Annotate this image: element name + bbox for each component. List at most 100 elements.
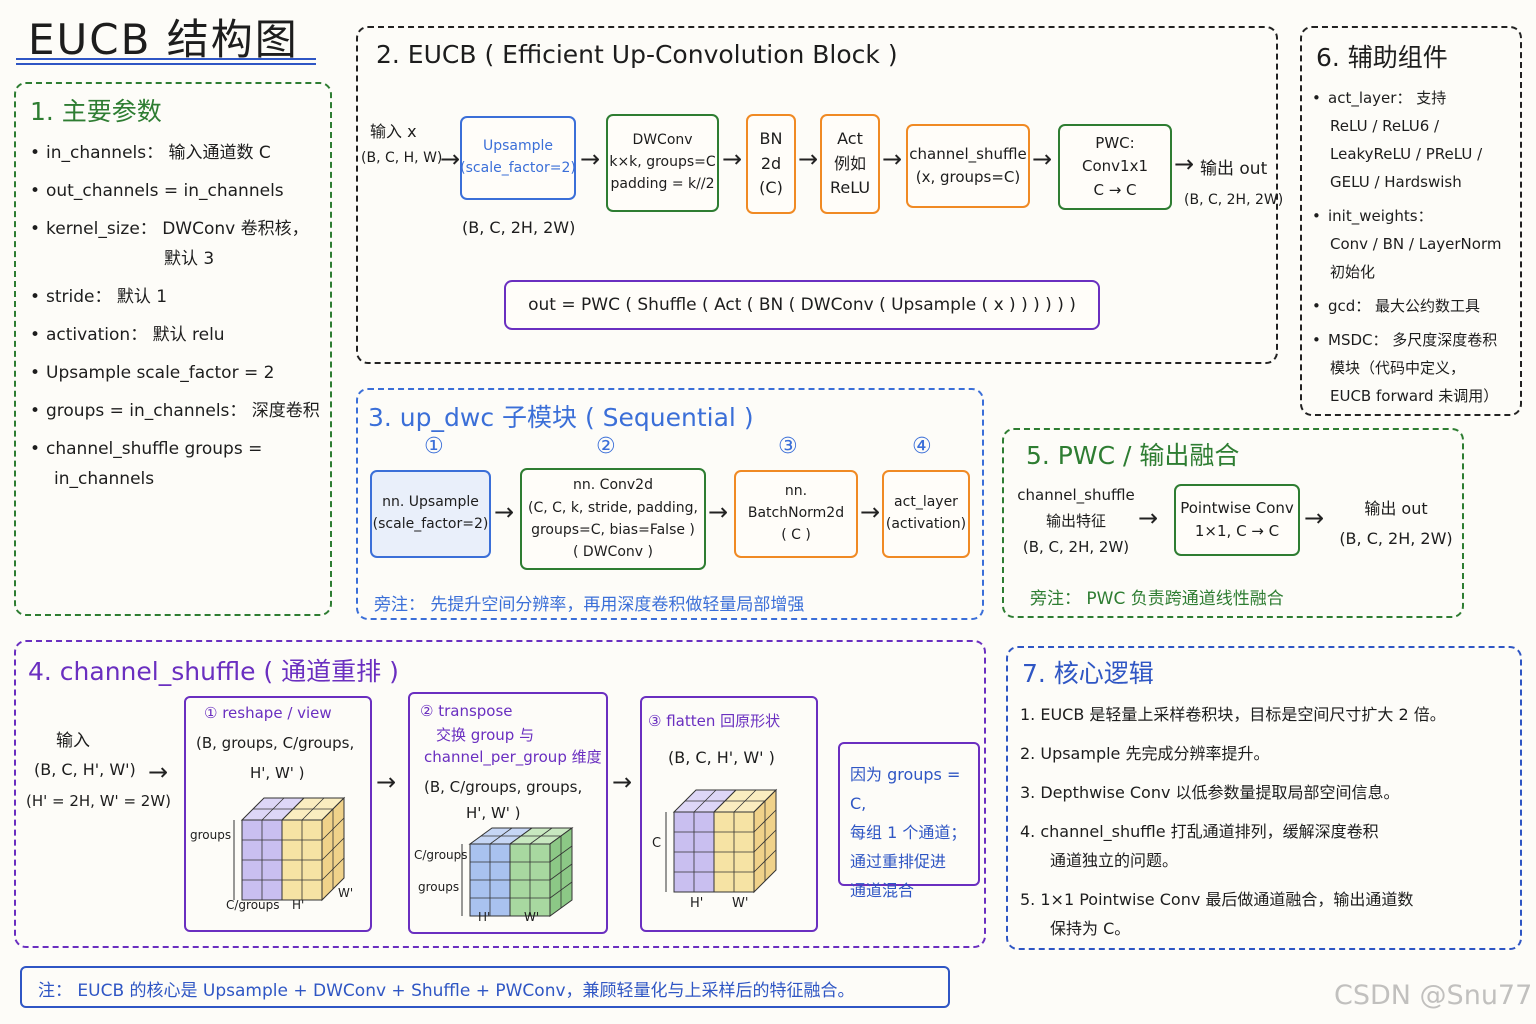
param-item: groups = in_channels： 深度卷积 <box>30 396 330 426</box>
pointwise-line-1: Pointwise Conv <box>1180 498 1294 517</box>
core-logic-item: 2. Upsample 先完成分辨率提升。 <box>1020 739 1516 768</box>
upsample-line-2: (scale_factor=2) <box>460 160 576 176</box>
aux-item-line: EUCB forward 未调用） <box>1330 387 1499 405</box>
cube2-axis-cgroups: C/groups <box>414 848 468 862</box>
aux-list: act_layer： 支持 ReLU / ReLU6 / LeakyReLU / P… <box>1312 84 1518 416</box>
section-eucb <box>356 26 1278 364</box>
step-num-3: ③ <box>778 434 798 459</box>
core-logic-item: 3. Depthwise Conv 以低参数量提取局部空间信息。 <box>1020 778 1516 807</box>
act-line-2: 例如 <box>833 153 866 173</box>
transpose-shape-1: (B, C/groups, groups, <box>424 778 583 796</box>
param-item-line: out_channels = in_channels <box>46 181 284 201</box>
transpose-label-2: 交换 group 与 <box>436 726 535 744</box>
arrow-icon: → <box>722 145 743 173</box>
nn-batchnorm-box: nn. BatchNorm2d ( C ) <box>734 470 858 558</box>
core-logic-line: 5. 1×1 Pointwise Conv 最后做通道融合，输出通道数 <box>1020 890 1414 909</box>
aux-item-line: 初始化 <box>1330 263 1376 281</box>
core-logic-item: 1. EUCB 是轻量上采样卷积块，目标是空间尺寸扩大 2 倍。 <box>1020 700 1516 729</box>
param-item-line: 默认 3 <box>164 249 215 269</box>
arrow-icon: → <box>148 758 169 786</box>
section-pwc <box>1002 428 1464 618</box>
arrow-icon: → <box>494 498 515 526</box>
params-list: in_channels： 输入通道数 C out_channels = in_ch… <box>30 138 330 502</box>
aux-item-line: ReLU / ReLU6 / <box>1330 117 1440 135</box>
shuffle-input-shape: (B, C, H', W') <box>34 760 136 779</box>
section-up-dwc <box>356 388 984 620</box>
act-line-1: Act <box>837 128 863 148</box>
eucb-input-label: 输入 x <box>370 122 417 141</box>
aux-item-line: LeakyReLU / PReLU / <box>1330 145 1483 163</box>
up-dwc-note: 旁注： 先提升空间分辨率，再用深度卷积做轻量局部增强 <box>374 595 805 615</box>
aux-item-line: MSDC： 多尺度深度卷积 <box>1328 331 1498 349</box>
bn-line-1: BN <box>759 128 783 148</box>
core-logic-line: 保持为 C。 <box>1050 919 1131 938</box>
shuffle-line-2: (x, groups=C) <box>915 168 1021 186</box>
section-main-params <box>14 82 332 616</box>
nn-bn-line-1: nn. BatchNorm2d <box>747 483 845 522</box>
formula-text: out = PWC ( Shuffle ( Act ( BN ( DWConv … <box>528 294 1076 315</box>
reshape-shape-1: (B, groups, C/groups, <box>196 734 355 752</box>
pwc-input-text: channel_shuffle 输出特征 (B, C, 2H, 2W) <box>1016 482 1136 560</box>
pwc-output-line-2: (B, C, 2H, 2W) <box>1339 529 1453 548</box>
reshape-shape-2: H', W' ) <box>250 764 305 782</box>
shuffle-note-line-1: 因为 groups = C, <box>850 765 961 813</box>
aux-item-line: act_layer： 支持 <box>1328 89 1447 107</box>
shuffle-line-1: channel_shuffle <box>909 144 1027 163</box>
transpose-label-3: channel_per_group 维度 <box>424 748 602 766</box>
reshape-label: ① reshape / view <box>204 704 332 722</box>
nn-conv2d-box: nn. Conv2d (C, C, k, stride, padding, gr… <box>520 468 706 570</box>
cube1-axis-w: W' <box>338 886 354 900</box>
upsample-line-1: Upsample <box>482 138 554 155</box>
channel-shuffle-box: channel_shuffle (x, groups=C) <box>906 124 1030 208</box>
arrow-icon: → <box>376 768 397 796</box>
section-6-title: 6. 辅助组件 <box>1316 43 1448 72</box>
transpose-box <box>408 692 608 934</box>
page-title: EUCB 结构图 <box>28 15 299 64</box>
core-logic-line: 3. Depthwise Conv 以低参数量提取局部空间信息。 <box>1020 783 1400 802</box>
cube2-axis-w: W' <box>524 910 540 924</box>
bn-line-3: (C) <box>759 178 783 198</box>
pointwise-conv-box: Pointwise Conv 1×1, C → C <box>1174 484 1300 556</box>
title-underline <box>16 58 316 60</box>
flatten-cube <box>665 788 778 894</box>
watermark: CSDN @Snu77 <box>1334 980 1533 1011</box>
footer-note-box <box>20 966 950 1008</box>
formula-box: out = PWC ( Shuffle ( Act ( BN ( DWConv … <box>504 280 1100 330</box>
pwc-box: PWC: Conv1x1 C → C <box>1058 124 1172 210</box>
arrow-icon: → <box>798 145 819 173</box>
core-logic-line: 2. Upsample 先完成分辨率提升。 <box>1020 744 1270 763</box>
eucb-input-shape: (B, C, H, W) <box>361 150 443 166</box>
param-item-line: in_channels： 输入通道数 C <box>46 143 271 163</box>
dwconv-box: DWConv k×k, groups=C padding = k//2 <box>606 114 719 212</box>
shuffle-note-line-2: 每组 1 个通道； <box>850 823 967 842</box>
core-logic-item: 5. 1×1 Pointwise Conv 最后做通道融合，输出通道数保持为 C… <box>1020 885 1516 943</box>
core-logic-line: 1. EUCB 是轻量上采样卷积块，目标是空间尺寸扩大 2 倍。 <box>1020 705 1446 724</box>
param-item: out_channels = in_channels <box>30 176 330 206</box>
core-logic-line: 通道独立的问题。 <box>1050 851 1179 870</box>
nn-conv2d-line-1: nn. Conv2d <box>573 477 653 494</box>
transpose-cube <box>461 827 574 917</box>
cube1-axis-groups: groups <box>190 828 232 842</box>
flatten-label: ③ flatten 回原形状 <box>648 712 781 730</box>
arrow-icon: → <box>580 145 601 173</box>
param-item-line: kernel_size： DWConv 卷积核， <box>46 219 309 239</box>
shuffle-input-note: (H' = 2H, W' = 2W) <box>26 792 172 810</box>
aux-item-line: GELU / Hardswish <box>1330 173 1462 191</box>
section-core-logic <box>1006 646 1522 950</box>
cube3-axis-w: W' <box>732 896 749 911</box>
step-num-4: ④ <box>912 434 932 459</box>
arrow-icon: → <box>612 768 633 796</box>
nn-upsample-box: nn. Upsample (scale_factor=2) <box>370 470 491 558</box>
core-logic-list: 1. EUCB 是轻量上采样卷积块，目标是空间尺寸扩大 2 倍。 2. Upsam… <box>1020 700 1516 953</box>
section-channel-shuffle <box>14 640 986 948</box>
core-logic-item: 4. channel_shuffle 打乱通道排列，缓解深度卷积通道独立的问题。 <box>1020 817 1516 875</box>
pwc-input-line-1: channel_shuffle <box>1017 486 1135 504</box>
eucb-output-label: 输出 out <box>1200 159 1268 179</box>
pwc-output-text: 输出 out (B, C, 2H, 2W) <box>1334 494 1458 554</box>
param-item-line: groups = in_channels： 深度卷积 <box>46 401 320 421</box>
nn-conv2d-line-3: groups=C, bias=False ) <box>531 522 695 538</box>
cube3-axis-h: H' <box>690 896 704 911</box>
reshape-cube <box>233 796 346 902</box>
param-item-line: activation： 默认 relu <box>46 325 225 345</box>
flatten-shape: (B, C, H', W' ) <box>668 748 775 767</box>
